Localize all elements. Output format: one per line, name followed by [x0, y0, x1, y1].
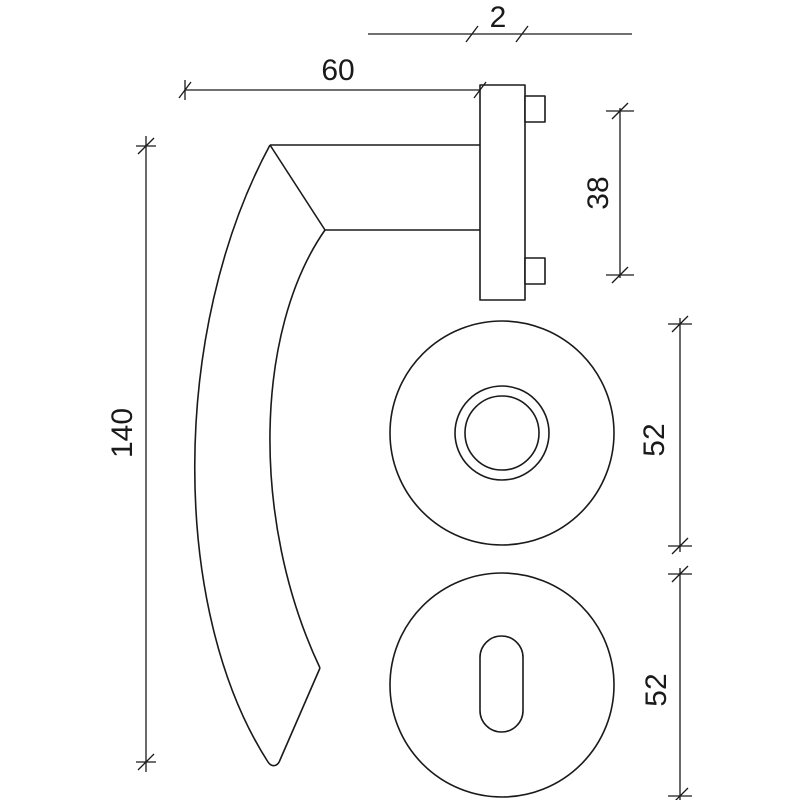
upper-rose-front-view	[389, 320, 615, 546]
rose-side-view	[479, 84, 546, 301]
dimension-label-lever-projection: 60	[321, 54, 354, 87]
keyhole-slot	[479, 635, 524, 733]
upper-rose-ring-inner	[464, 395, 540, 471]
dimension-lever-projection: 60	[178, 54, 487, 100]
dimension-rose-screw-spacing: 38	[582, 102, 634, 284]
lever-inner-edge	[269, 229, 326, 669]
dimension-upper-rose-diameter: 52	[638, 315, 692, 555]
dimension-label-lever-length: 140	[106, 408, 139, 458]
lever-outer-edge	[193, 144, 321, 767]
rose-screw-bottom	[524, 257, 546, 285]
lever-bevel-line	[269, 144, 326, 231]
dimension-rose-thickness: 2	[368, 1, 632, 43]
rose-screw-top	[524, 95, 546, 123]
dimension-label-rose-thickness: 2	[490, 1, 507, 34]
dimension-lower-escutcheon-diameter: 52	[640, 565, 692, 800]
lever-handle	[193, 144, 480, 767]
lower-escutcheon-front-view	[389, 572, 615, 798]
dimension-label-rose-screw-spacing: 38	[582, 176, 615, 209]
rose-plate-side	[479, 84, 526, 301]
dimension-label-upper-rose-diameter: 52	[638, 423, 671, 456]
dimension-label-lower-escutcheon-diameter: 52	[640, 673, 673, 706]
dimension-lever-length: 140	[106, 136, 156, 772]
